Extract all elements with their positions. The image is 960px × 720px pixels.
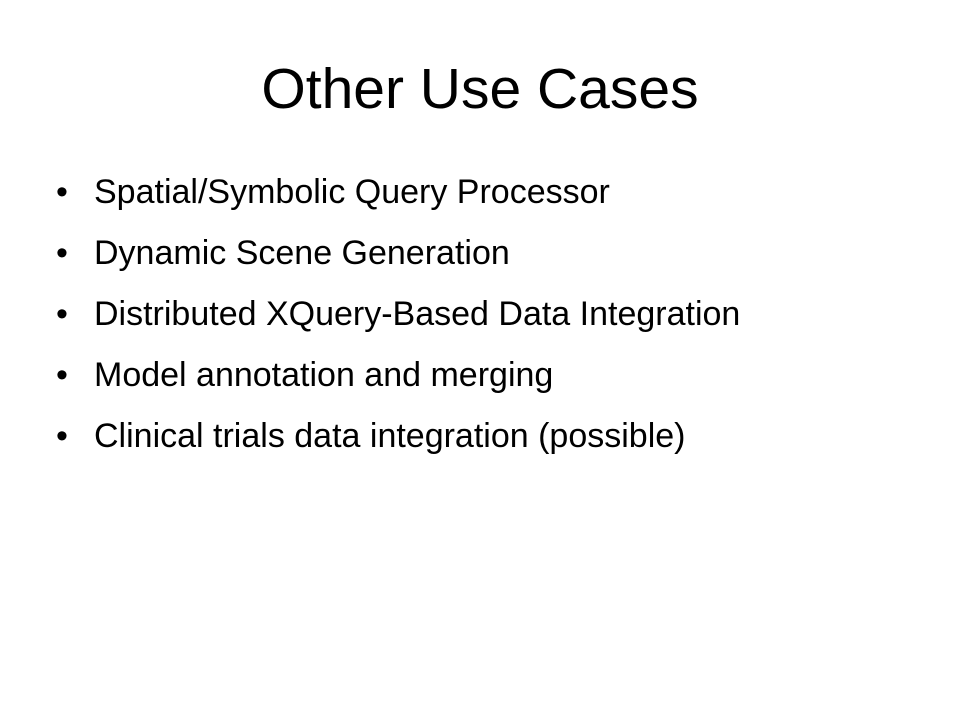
bullet-dot: • xyxy=(56,234,68,272)
bullet-text: Model annotation and merging xyxy=(94,356,554,394)
bullet-item: • Distributed XQuery-Based Data Integrat… xyxy=(56,294,876,334)
bullet-item: • Model annotation and merging xyxy=(56,355,876,395)
bullet-item: • Clinical trials data integration (poss… xyxy=(56,416,876,456)
bullet-dot: • xyxy=(56,173,68,211)
bullet-list: • Spatial/Symbolic Query Processor • Dyn… xyxy=(56,172,876,477)
bullet-text: Clinical trials data integration (possib… xyxy=(94,417,686,455)
bullet-item: • Spatial/Symbolic Query Processor xyxy=(56,172,876,212)
bullet-text: Spatial/Symbolic Query Processor xyxy=(94,173,610,211)
bullet-text: Dynamic Scene Generation xyxy=(94,234,510,272)
slide-title: Other Use Cases xyxy=(261,57,699,121)
bullet-dot: • xyxy=(56,295,68,333)
bullet-dot: • xyxy=(56,356,68,394)
bullet-text: Distributed XQuery-Based Data Integratio… xyxy=(94,295,741,333)
bullet-item: • Dynamic Scene Generation xyxy=(56,233,876,273)
bullet-dot: • xyxy=(56,417,68,455)
